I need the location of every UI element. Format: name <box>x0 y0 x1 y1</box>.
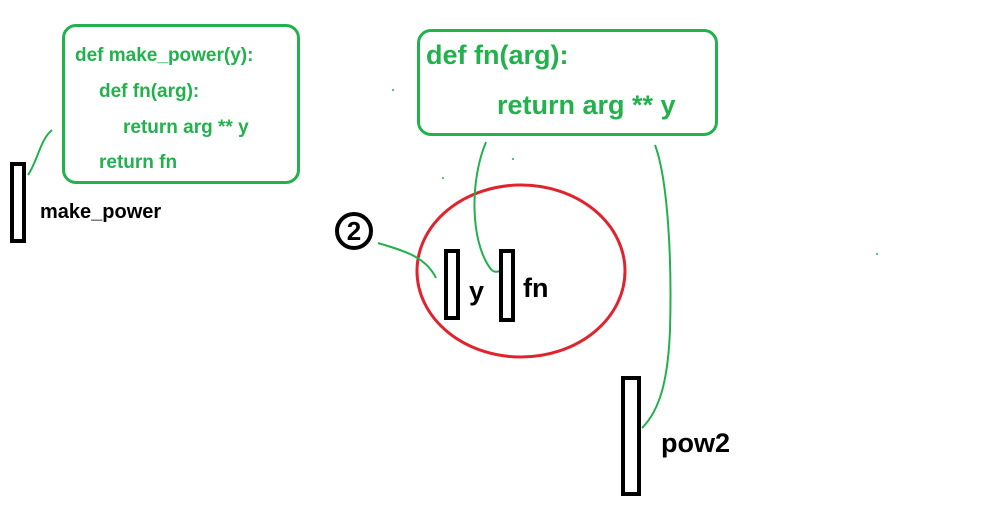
fn-to-code-line <box>473 141 504 273</box>
make-power-var-box <box>10 162 26 243</box>
y-var-box <box>444 249 460 320</box>
value-two-circle: 2 <box>335 212 373 250</box>
make-power-label: make_power <box>40 201 162 223</box>
code-line: def fn(arg): <box>99 81 200 102</box>
code-line: def fn(arg): <box>426 40 569 70</box>
pow2-label: pow2 <box>661 428 731 458</box>
pow2-to-code-line <box>641 144 672 429</box>
fn-label: fn <box>523 273 549 303</box>
closure-frame-circle <box>415 183 627 359</box>
code-line: return fn <box>99 152 178 173</box>
stray-dot <box>512 158 514 160</box>
make-power-code-box: def make_power(y): def fn(arg): return a… <box>62 24 300 184</box>
y-label: y <box>469 276 485 306</box>
stray-dot <box>442 177 444 179</box>
code-line: return arg ** y <box>123 117 249 138</box>
make-power-to-code-line <box>27 129 53 176</box>
fn-code-box: def fn(arg): return arg ** y <box>417 29 718 136</box>
stray-dot <box>876 253 878 255</box>
stray-dot <box>392 89 394 91</box>
code-line: return arg ** y <box>497 90 676 120</box>
code-line: def make_power(y): <box>75 45 254 66</box>
fn-var-box <box>499 249 515 322</box>
two-to-y-line <box>377 242 437 279</box>
pow2-var-box <box>621 376 641 496</box>
